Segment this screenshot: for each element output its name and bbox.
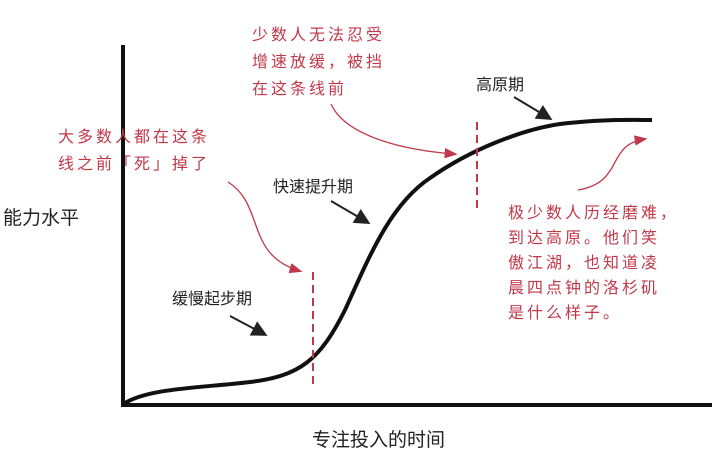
red-arrow-first-line-icon [227, 181, 303, 274]
annotation-first-line: 大多数人都在这条 线之前「死」掉了 [58, 127, 218, 173]
arrow-plateau-icon [513, 96, 553, 121]
red-arrow-second-line-icon [330, 103, 458, 159]
annotation-plateau: 极少数人历经磨难， 到达高原。他们笑 傲江湖，也知道凌 晨四点钟的洛杉矶 是什么… [508, 203, 687, 322]
phase-label-slow-start: 缓慢起步期 [172, 289, 252, 308]
arrow-rapid-growth-icon [330, 200, 371, 225]
red-arrow-plateau-icon [577, 135, 648, 191]
y-axis-label: 能力水平 [3, 207, 79, 229]
annotation-second-line: 少数人无法忍受 增速放缓，被挡 在这条线前 [252, 25, 393, 98]
phase-label-plateau: 高原期 [476, 75, 524, 94]
phase-label-rapid-growth: 快速提升期 [273, 177, 353, 196]
arrow-slow-start-icon [229, 315, 268, 336]
s-curve [123, 117, 653, 405]
x-axis-label: 专注投入的时间 [312, 429, 445, 451]
